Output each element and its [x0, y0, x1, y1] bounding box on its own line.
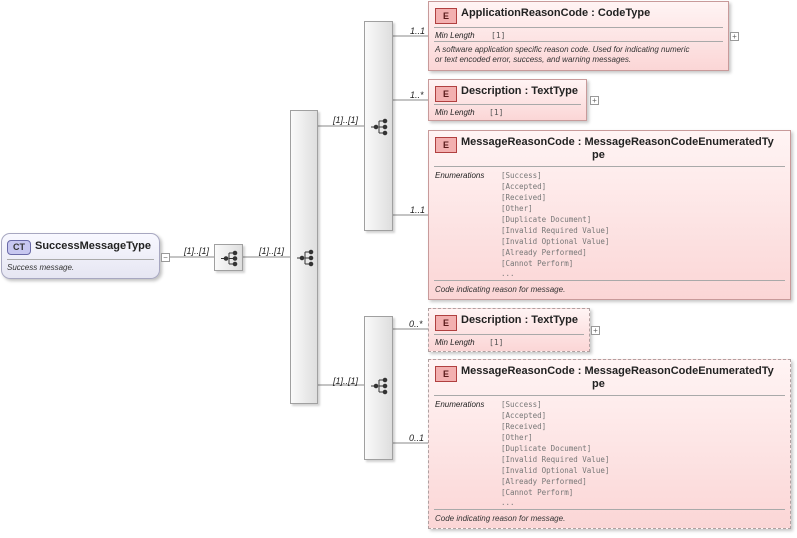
- divider: [434, 104, 581, 105]
- element-badge: E: [435, 86, 457, 102]
- sequence-icon: [221, 250, 238, 267]
- complex-type-doc: Success message.: [7, 263, 75, 272]
- cardinality-message-reason-1: 1..1: [410, 205, 426, 215]
- choice-icon: [297, 249, 314, 267]
- expand-toggle[interactable]: +: [590, 96, 599, 105]
- enum-value: [Duplicate Document]: [501, 215, 592, 224]
- enum-value: [Invalid Optional Value]: [501, 466, 610, 475]
- enum-value: [Other]: [501, 433, 533, 442]
- property-value: [1]: [491, 31, 506, 40]
- enum-value: [Received]: [501, 193, 547, 202]
- enum-value: [Accepted]: [501, 182, 547, 191]
- divider: [434, 280, 785, 281]
- cardinality-message-reason-2: 0..1: [409, 433, 425, 443]
- property-label: Min Length: [435, 108, 475, 117]
- enum-value: [Invalid Optional Value]: [501, 237, 610, 246]
- expand-toggle[interactable]: +: [730, 32, 739, 41]
- element-doc: Code indicating reason for message.: [435, 285, 566, 294]
- cardinality-choice-seq2: [1]..[1]: [333, 376, 359, 386]
- element-title: Description : TextType: [461, 85, 578, 97]
- element-description-2[interactable]: E Description : TextType Min Length [1]: [428, 308, 590, 352]
- element-title: ApplicationReasonCode : CodeType: [461, 7, 651, 19]
- element-title-line-1: MessageReasonCode : MessageReasonCodeEnu…: [461, 365, 774, 377]
- cardinality-description-1: 1..*: [410, 90, 424, 100]
- element-application-reason-code[interactable]: E ApplicationReasonCode : CodeType Min L…: [428, 1, 729, 71]
- divider: [434, 334, 584, 335]
- cardinality-sequence-choice: [1]..[1]: [259, 246, 285, 256]
- divider: [434, 166, 785, 167]
- element-badge: E: [435, 8, 457, 24]
- enumerations-label: Enumerations: [435, 400, 485, 409]
- element-title-line-1: MessageReasonCode : MessageReasonCodeEnu…: [461, 136, 774, 148]
- element-message-reason-code-1[interactable]: E MessageReasonCode : MessageReasonCodeE…: [428, 130, 791, 300]
- element-doc-line-1: A software application specific reason c…: [435, 45, 690, 54]
- nested-sequence-1[interactable]: [364, 21, 393, 231]
- enum-value: [Invalid Required Value]: [501, 455, 610, 464]
- complex-type-name: SuccessMessageType: [35, 240, 151, 252]
- element-doc: Code indicating reason for message.: [435, 514, 566, 523]
- cardinality-description-2: 0..*: [409, 319, 423, 329]
- element-badge: E: [435, 315, 457, 331]
- property-value: [1]: [489, 108, 504, 117]
- divider: [434, 27, 723, 28]
- cardinality-choice-seq1: [1]..[1]: [333, 115, 359, 125]
- enum-value: [Cannot Perform]: [501, 488, 574, 497]
- sequence-icon: [371, 377, 388, 395]
- ct-badge: CT: [7, 240, 31, 255]
- collapse-toggle[interactable]: −: [161, 253, 170, 262]
- ct-divider: [7, 259, 154, 260]
- element-message-reason-code-2[interactable]: E MessageReasonCode : MessageReasonCodeE…: [428, 359, 791, 529]
- property-label: Min Length: [435, 338, 475, 347]
- enum-value: [Received]: [501, 422, 547, 431]
- element-title-line-2: pe: [592, 378, 605, 390]
- element-badge: E: [435, 137, 457, 153]
- property-label: Min Length: [435, 31, 475, 40]
- expand-toggle[interactable]: +: [591, 326, 600, 335]
- divider: [434, 395, 785, 396]
- enum-value: [Already Performed]: [501, 248, 587, 257]
- enum-value: ...: [501, 498, 515, 507]
- enum-value: [Already Performed]: [501, 477, 587, 486]
- enum-value: [Other]: [501, 204, 533, 213]
- nested-sequence-2[interactable]: [364, 316, 393, 460]
- sequence-compositor[interactable]: [214, 244, 243, 271]
- enum-value: [Accepted]: [501, 411, 547, 420]
- element-doc-line-2: or text encoded error, success, and warn…: [435, 55, 632, 64]
- element-badge: E: [435, 366, 457, 382]
- enum-value: [Success]: [501, 171, 542, 180]
- element-title-line-2: pe: [592, 149, 605, 161]
- choice-compositor[interactable]: [290, 110, 318, 404]
- enum-value: [Cannot Perform]: [501, 259, 574, 268]
- divider: [434, 509, 785, 510]
- enumerations-label: Enumerations: [435, 171, 485, 180]
- cardinality-app-reason: 1..1: [410, 26, 426, 36]
- divider: [434, 41, 723, 42]
- enum-value: [Success]: [501, 400, 542, 409]
- element-title: Description : TextType: [461, 314, 578, 326]
- property-value: [1]: [489, 338, 504, 347]
- complex-type-box[interactable]: CT SuccessMessageType Success message.: [1, 233, 160, 279]
- sequence-icon: [371, 118, 388, 136]
- element-description-1[interactable]: E Description : TextType Min Length [1]: [428, 79, 587, 121]
- enum-value: [Duplicate Document]: [501, 444, 592, 453]
- cardinality-ct-sequence: [1]..[1]: [184, 246, 210, 256]
- enum-value: [Invalid Required Value]: [501, 226, 610, 235]
- enum-value: ...: [501, 269, 515, 278]
